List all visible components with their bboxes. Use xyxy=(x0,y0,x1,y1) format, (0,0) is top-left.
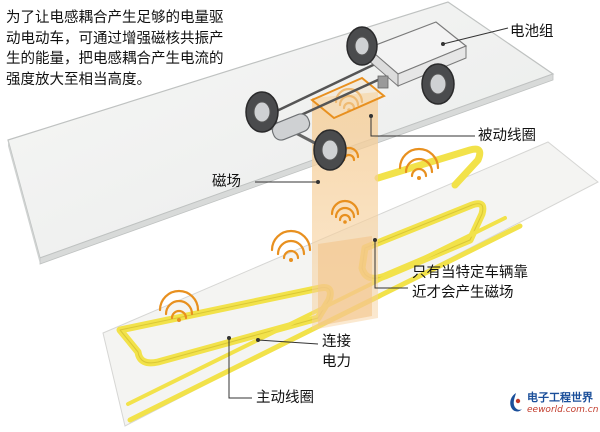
label-transfer: 连接电力 xyxy=(322,334,351,370)
watermark-logo: 电子工程世界 eeworld.com.cn xyxy=(505,386,599,430)
description-text: 为了让电感耦合产生足够的电量驱动电动车，可通过增强磁核共振产生的能量，把电感耦合… xyxy=(6,10,224,88)
watermark-title: 电子工程世界 xyxy=(527,391,593,404)
vehicle-chassis xyxy=(245,21,468,171)
label-only-when: 只有当特定车辆靠近才会产生磁场 xyxy=(412,265,528,301)
wheel xyxy=(313,129,347,171)
wheel xyxy=(346,26,378,66)
callout-lines xyxy=(228,27,509,399)
label-magnetic-field: 磁场 xyxy=(212,174,241,190)
eeworld-logo-icon xyxy=(510,393,522,412)
magnetic-field-beam xyxy=(312,92,378,330)
passive-coil-shape xyxy=(310,76,386,120)
label-battery: 电池组 xyxy=(510,24,554,40)
wheel xyxy=(245,91,279,133)
wheel xyxy=(421,63,455,105)
label-active-coil: 主动线圈 xyxy=(256,390,314,406)
watermark-url: eeworld.com.cn xyxy=(527,405,599,415)
label-passive-coil: 被动线圈 xyxy=(478,128,536,144)
